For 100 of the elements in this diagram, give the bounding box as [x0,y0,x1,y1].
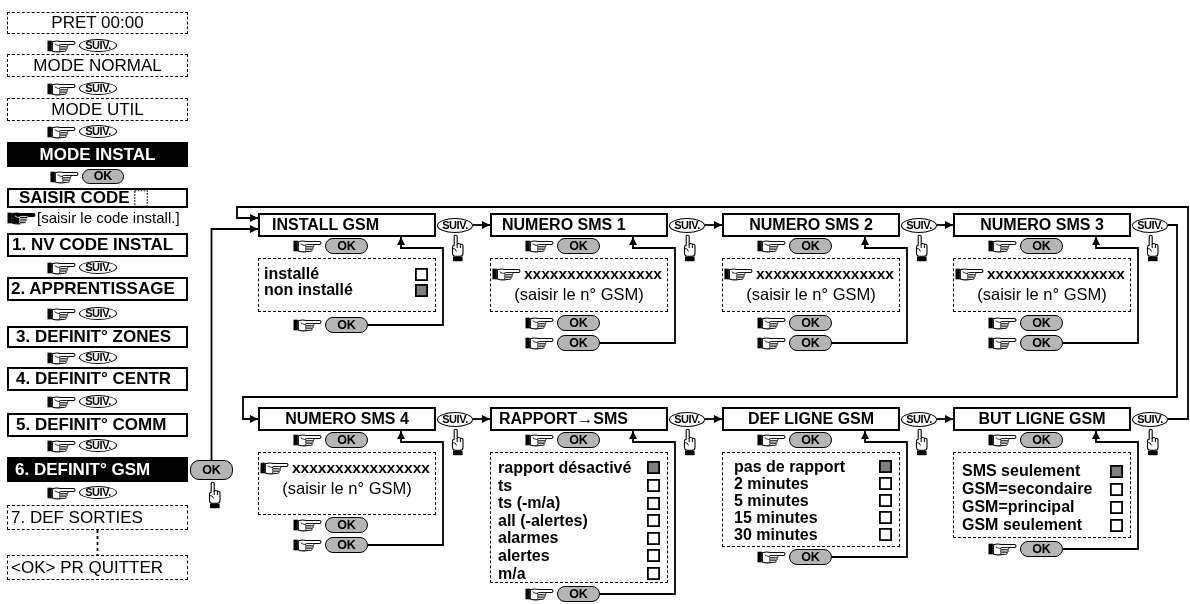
ok-key: OK [557,238,600,254]
screen-title-box [258,407,436,431]
arrow [210,225,259,461]
screen-title-box [490,213,668,237]
hint-text: (saisir le n° GSM) [514,285,644,304]
option-label: GSM=secondaire [962,480,1093,498]
menu-item-label: MODE UTIL [51,99,144,120]
menu-item-label: SAISIR CODE [19,188,130,208]
menu-item-box [7,367,188,391]
ok-key: OK [557,586,600,602]
arrow [831,430,908,558]
option-label: installé [264,266,320,282]
ok-key: OK [557,315,600,331]
arrow [599,430,676,595]
option-label: 15 minutes [734,509,818,526]
options-panel [490,258,668,312]
options-panel [258,258,436,312]
screen-title-label: BUT LIGNE GSM [978,409,1106,429]
option-label: GSM=principal [962,498,1075,516]
option-label: SMS seulement [962,462,1081,480]
screen-title-label: NUMERO SMS 3 [980,215,1104,235]
suiv-key: SUIV. [437,217,473,233]
suiv-key: SUIV. [79,307,117,320]
menu-item-box [7,326,188,348]
instruction-text: [saisir le code install.] [37,210,180,226]
menu-item-box [7,188,188,208]
screen-title-label: INSTALL GSM [272,215,379,235]
ok-key: OK [1020,315,1063,331]
ok-key: OK [789,238,832,254]
ok-key: OK [557,432,600,448]
arrow [1062,236,1139,344]
option-label: 5 minutes [734,492,809,509]
suiv-key: SUIV. [1132,217,1168,233]
options-panel [722,452,900,547]
arrow [472,415,491,423]
screen-title-box [722,407,900,431]
suiv-key: SUIV. [1132,411,1168,427]
menu-item-label: 7. DEF SORTIES [11,507,143,528]
ok-key: OK [789,432,832,448]
highlighted-menu-item-box [7,142,188,167]
number-input-field: xxxxxxxxxxxxxxxx [756,265,894,282]
ok-key: OK [1020,238,1063,254]
ok-key: OK [325,537,368,553]
suiv-key: SUIV. [79,395,117,408]
ok-key: OK [190,460,233,480]
option-label: non installé [264,282,353,298]
hint-text: (saisir le n° GSM) [282,479,412,498]
menu-item-box [7,505,188,530]
suiv-key: SUIV. [669,411,705,427]
options-panel [722,258,900,312]
menu-item-box [7,233,188,257]
suiv-key: SUIV. [901,411,937,427]
option-label: alarmes [498,529,559,547]
screen-title-label: NUMERO SMS 2 [749,215,873,235]
screen-title-label: DEF LIGNE GSM [747,409,875,429]
menu-item-label: 2. APPRENTISSAGE [11,279,175,299]
ok-key: OK [325,238,368,254]
option-label: GSM seulement [962,516,1083,534]
option-label: 2 minutes [734,475,809,492]
option-label: alertes [498,547,550,565]
menu-item-box [7,12,188,34]
menu-item-label: 6. DEFINIT° GSM [15,459,151,480]
highlighted-menu-item-box [7,457,188,482]
option-label: ts [498,476,513,495]
ok-key: OK [1020,432,1063,448]
suiv-key: SUIV. [437,411,473,427]
ok-key: OK [789,335,832,351]
number-input-field: xxxxxxxxxxxxxxxx [524,265,662,282]
option-label: rapport désactivé [498,459,632,477]
suiv-key: SUIV. [669,217,705,233]
suiv-key: SUIV. [79,351,117,364]
screen-title-label: NUMERO SMS 1 [502,215,626,235]
suiv-key: SUIV. [79,261,117,274]
option-label: pas de rapport [734,458,846,475]
arrow [936,415,954,423]
screen-title-box [722,213,900,237]
menu-item-label: 1. NV CODE INSTAL [12,235,174,255]
ok-key: OK [325,432,368,448]
option-label: m/a [498,564,526,583]
menu-item-box [7,54,188,77]
ok-key: OK [325,517,368,533]
ok-key: OK [789,315,832,331]
menu-item-label: 3. DEFINIT° ZONES [16,327,172,347]
menu-item-label: MODE INSTAL [39,144,156,165]
hint-text: (saisir le n° GSM) [977,285,1107,304]
ok-key: OK [325,317,368,333]
arrow [367,430,444,546]
option-label: all (-alertes) [498,511,588,530]
options-panel [258,452,436,515]
screen-title-box [953,213,1131,237]
screen-title-box [953,407,1131,431]
ok-key: OK [789,549,832,565]
ok-key: OK [1020,541,1063,557]
suiv-key: SUIV. [79,82,117,95]
menu-item-box [7,413,188,437]
arrow [472,221,491,229]
screen-title-box [258,213,436,237]
options-panel [953,258,1131,312]
options-panel [953,452,1131,538]
suiv-key: SUIV. [79,439,117,452]
